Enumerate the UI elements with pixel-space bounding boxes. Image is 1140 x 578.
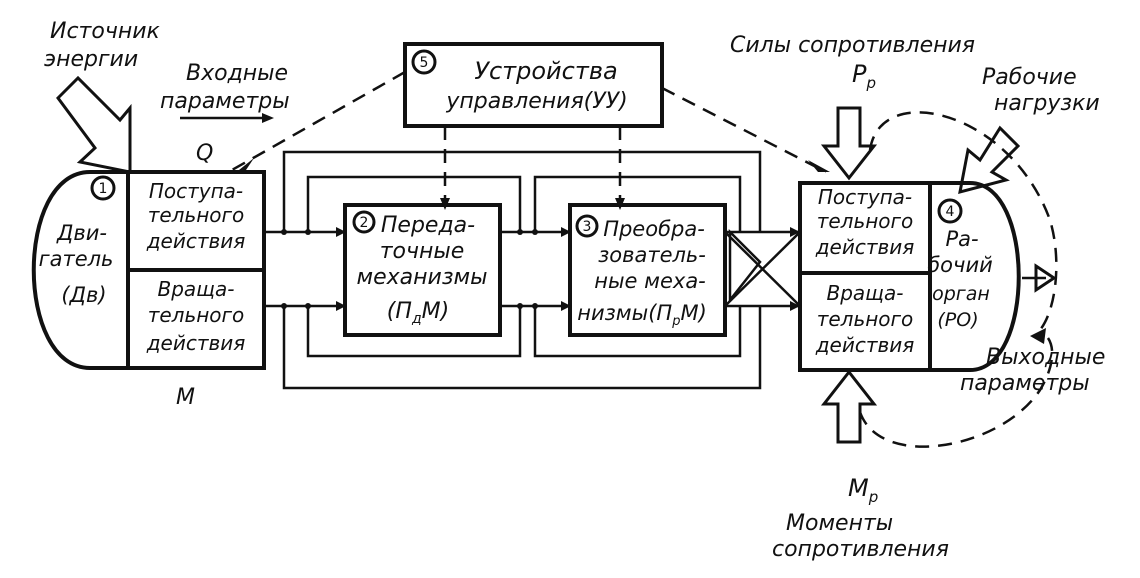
external-arrows (56, 75, 1058, 448)
resistance-moments-line2: сопротивления (772, 537, 949, 562)
converter-number: 3 (583, 219, 592, 235)
organ-label-line1: Ра- (945, 227, 978, 251)
label-q: Q (196, 141, 213, 166)
organ-number: 4 (946, 204, 955, 220)
engine-label-line3: (Дв) (61, 283, 106, 307)
organ-label-line3: орган (932, 283, 990, 305)
work-load-arrow (958, 125, 1021, 195)
transmission-label-line3: механизмы (357, 265, 488, 290)
transmission-abbr: (ПдМ) (387, 299, 449, 327)
resistance-force-arrow (820, 106, 878, 181)
control-number-circle (411, 49, 437, 75)
input-params-line2: параметры (160, 89, 290, 114)
engine-translational-line2: тельного (148, 203, 245, 227)
converter-number-circle (575, 214, 599, 238)
converter-block: 3 Преобра- зователь- ные меха- низмы(ПрМ… (568, 203, 727, 337)
converter-label-line4: низмы(ПрМ) (577, 301, 707, 329)
work-loads-line1: Рабочие (982, 65, 1077, 90)
resistance-forces-label: Силы сопротивления (730, 33, 975, 58)
resistance-moment-arrow (820, 369, 878, 444)
transmission-label-line2: точные (380, 239, 465, 264)
control-label-line2: управления(УУ) (445, 89, 627, 114)
energy-source-line1: Источник (50, 19, 161, 44)
work-loads-line2: нагрузки (994, 91, 1100, 116)
transmission-number: 2 (360, 215, 369, 231)
organ-rotational-line1: Враща- (827, 281, 904, 305)
converter-label-line3: ные меха- (594, 269, 706, 293)
engine-translational-line3: действия (146, 229, 246, 253)
organ-number-circle (937, 198, 963, 224)
free-labels: Источник энергии Входные параметры Q Сил… (44, 19, 1105, 562)
organ-label-line4: (РО) (937, 309, 978, 331)
engine-number: 1 (99, 181, 108, 197)
input-params-line1: Входные (186, 61, 288, 86)
transmission-number-circle (352, 210, 376, 234)
engine-rotational-line1: Враща- (158, 277, 235, 301)
label-mp: Mр (848, 474, 878, 506)
energy-source-line2: энергии (44, 47, 138, 72)
resistance-moments-line1: Моменты (786, 511, 893, 536)
organ-translational-line3: действия (815, 235, 915, 259)
output-params-line2: параметры (960, 371, 1090, 396)
engine-rotational-line3: действия (146, 331, 246, 355)
converter-label-line1: Преобра- (603, 217, 705, 241)
organ-label-line2: бочий (927, 253, 993, 277)
engine-label-line1: Дви- (56, 221, 107, 245)
control-label-line1: Устройства (474, 57, 617, 85)
converter-label-line2: зователь- (598, 243, 706, 267)
connection-lines (231, 70, 830, 390)
transmission-block: 2 Переда- точные механизмы (ПдМ) (343, 203, 502, 337)
organ-rotational-line3: действия (815, 333, 915, 357)
organ-translational-line1: Поступа- (818, 185, 912, 209)
engine-translational-line1: Поступа- (149, 179, 243, 203)
engine-rotational-line2: тельного (148, 303, 245, 327)
output-params-line1: Выходные (986, 345, 1105, 370)
energy-input-arrow (56, 75, 132, 174)
label-pp: Pр (852, 60, 876, 92)
transmission-label-line1: Переда- (381, 213, 475, 238)
control-unit-block: 5 Устройства управления(УУ) (403, 42, 664, 128)
organ-rotational-line2: тельного (817, 307, 914, 331)
engine-block: 1 Дви- гатель (Дв) Поступа- тельного дей… (31, 170, 266, 370)
engine-number-circle (90, 175, 116, 201)
organ-translational-line2: тельного (817, 209, 914, 233)
label-m: M (176, 385, 195, 410)
engine-label-line2: гатель (39, 247, 114, 271)
control-number: 5 (420, 55, 429, 71)
working-organ-block: 4 Ра- бочий орган (РО) Поступа- тельного… (798, 181, 1021, 372)
